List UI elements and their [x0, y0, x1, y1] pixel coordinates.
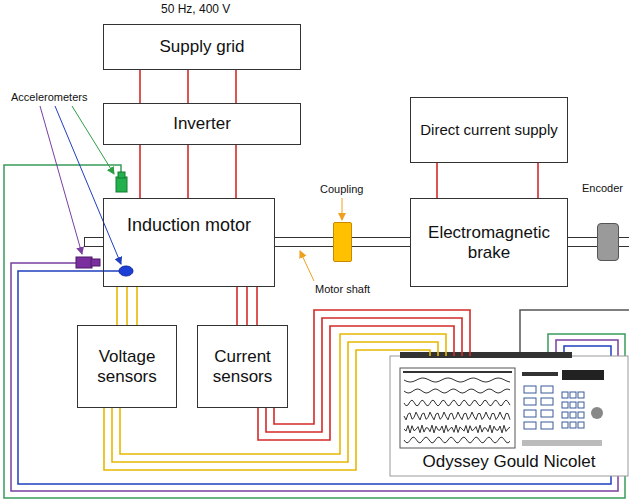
sensor-box: Voltage sensors: [77, 325, 177, 408]
wire-bundle: [140, 145, 236, 198]
shaft-segment: [568, 242, 597, 243]
accelerometer: [76, 257, 100, 268]
encoder: Encoder: [597, 223, 619, 261]
coupling: Coupling: [333, 222, 352, 262]
node-text: Electromagnetic brake: [416, 223, 562, 262]
recorder: Odyssey Gould Nicolet: [390, 356, 628, 476]
leader-line: [300, 251, 314, 281]
node-text: Direct current supply: [420, 121, 558, 138]
node-text: Coupling: [320, 183, 363, 195]
node-text: Induction motor: [127, 215, 251, 236]
shaft-segment: [275, 242, 333, 243]
sensor-box: Current sensors: [197, 325, 288, 408]
callout-label: Accelerometers: [10, 91, 88, 103]
shaft-segment: [352, 242, 410, 243]
wire-bundle: [237, 287, 257, 325]
node-text: Encoder: [582, 182, 623, 194]
power-box: Supply grid: [103, 24, 301, 70]
node-text: Voltage sensors: [83, 347, 171, 386]
wire-bundle: [437, 163, 538, 198]
leader-line: [40, 106, 82, 254]
supply-rating: 50 Hz, 400 V: [160, 3, 231, 16]
inverter-box: Inverter: [103, 103, 301, 145]
leader-line: [342, 198, 343, 220]
wire-bundle: [140, 70, 236, 103]
cable: [520, 310, 629, 356]
motor-box: Induction motor: [103, 198, 275, 287]
callout-label: Motor shaft: [314, 283, 371, 295]
node-text: Inverter: [173, 114, 231, 134]
brake-box: Electromagnetic brake: [410, 198, 568, 287]
accelerometer: [119, 266, 133, 276]
dc-supply-box: Direct current supply: [410, 97, 568, 163]
wire-bundle: [258, 310, 470, 440]
node-text: Odyssey Gould Nicolet: [423, 452, 596, 472]
wire-bundle: [117, 287, 137, 325]
accelerometer: [116, 172, 127, 192]
recorder-device: [390, 352, 628, 476]
node-text: Supply grid: [159, 37, 244, 57]
node-text: Current sensors: [203, 347, 282, 386]
